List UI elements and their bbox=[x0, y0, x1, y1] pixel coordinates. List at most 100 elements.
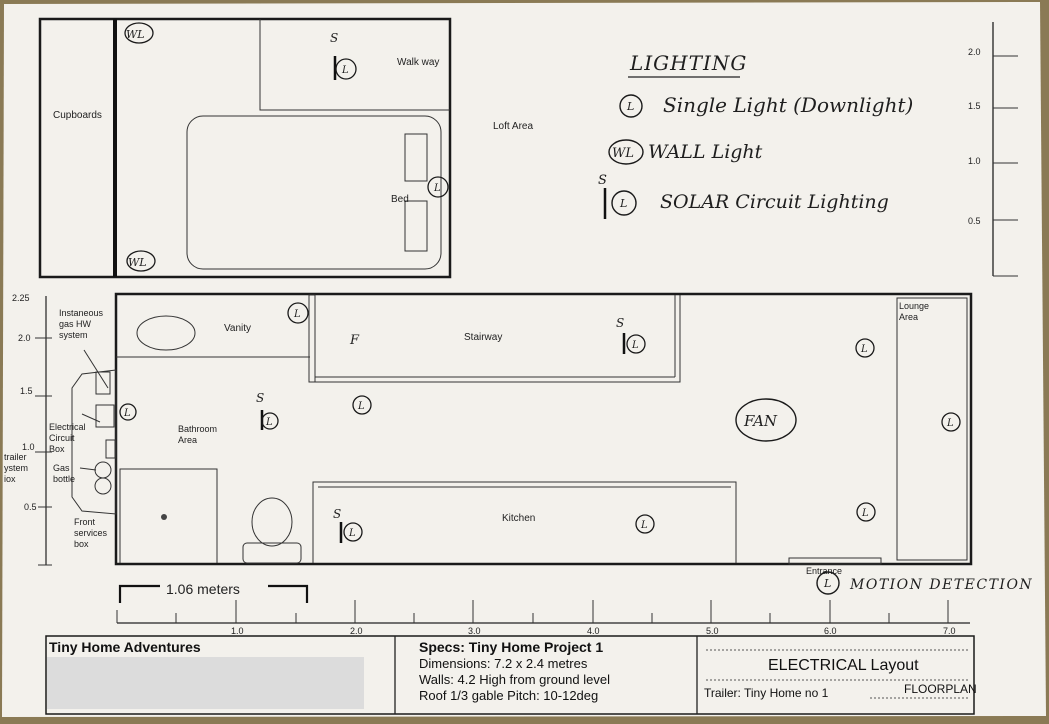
front-box-label: services bbox=[74, 528, 108, 538]
specs-title: Specs: Tiny Home Project 1 bbox=[419, 639, 604, 655]
downlight-icon: L bbox=[352, 395, 372, 415]
walkway-label: Walk way bbox=[397, 57, 439, 68]
svg-text:L: L bbox=[861, 508, 869, 519]
fridge-icon: F bbox=[349, 333, 360, 348]
company-name: Tiny Home Adventures bbox=[49, 639, 201, 655]
scale-tick-label: 2.0 bbox=[350, 626, 363, 636]
bathroom-label: Area bbox=[178, 435, 197, 445]
wall-light-icon: L bbox=[119, 403, 137, 421]
front-services-box bbox=[71, 369, 117, 515]
svg-text:WL: WL bbox=[128, 256, 147, 269]
bathroom-label: Bathroom bbox=[178, 424, 217, 434]
floorplan-label: FLOORPLAN bbox=[904, 682, 977, 696]
downlight-icon: L bbox=[856, 502, 876, 522]
toilet bbox=[251, 497, 293, 547]
stair-wall bbox=[308, 294, 316, 383]
lounge-label: Area bbox=[899, 312, 918, 322]
electrical-box-label: Box bbox=[49, 444, 65, 454]
legend-title: LIGHTING bbox=[629, 51, 747, 75]
trailer-box-label: iox bbox=[4, 474, 16, 484]
gas-bottle-label: bottle bbox=[53, 474, 75, 484]
wall-light-icon: WL bbox=[126, 250, 156, 272]
svg-text:L: L bbox=[348, 528, 356, 539]
scale-tick-label: 2.0 bbox=[18, 333, 31, 343]
front-box-label: Front bbox=[74, 517, 96, 527]
downlight-icon: L bbox=[427, 176, 449, 198]
downlight-icon: L bbox=[855, 338, 875, 358]
trailer-label: Trailer: Tiny Home no 1 bbox=[704, 686, 829, 700]
gas-hw-label: Instaneous bbox=[59, 308, 104, 318]
svg-text:WL: WL bbox=[612, 146, 634, 161]
gas-hw-label: system bbox=[59, 330, 88, 340]
motion-detection-label: MOTION DETECTION bbox=[849, 577, 1033, 593]
svg-text:L: L bbox=[357, 401, 365, 412]
loft-area-label: Loft Area bbox=[493, 121, 533, 132]
kitchen-outline bbox=[312, 481, 737, 563]
svg-text:S: S bbox=[256, 391, 264, 405]
stairway-outline bbox=[315, 295, 681, 383]
svg-text:L: L bbox=[626, 100, 634, 113]
scale-tick-label: 6.0 bbox=[824, 626, 837, 636]
svg-text:S: S bbox=[598, 173, 607, 188]
toilet-cistern bbox=[242, 542, 302, 564]
specs-roof: Roof 1/3 gable Pitch: 10-12deg bbox=[419, 688, 599, 703]
electrical-box-label: Circuit bbox=[49, 433, 75, 443]
left-scale: 2.25 2.0 1.5 1.0 0.5 bbox=[12, 293, 52, 566]
walkway-outline bbox=[259, 19, 450, 111]
scale-tick-label: 1.5 bbox=[968, 101, 981, 111]
svg-text:L: L bbox=[946, 418, 954, 429]
trailer-box-label: ystem bbox=[4, 463, 28, 473]
svg-text:L: L bbox=[433, 183, 441, 194]
scale-tick-label: 1.0 bbox=[231, 626, 244, 636]
scale-tick-label: 0.5 bbox=[24, 502, 37, 512]
trailer-box-label: trailer bbox=[4, 452, 27, 462]
svg-text:L: L bbox=[619, 197, 627, 210]
loft-outline bbox=[38, 17, 452, 279]
legend-wall-light: WALL Light bbox=[648, 141, 763, 163]
svg-text:L: L bbox=[860, 344, 868, 355]
wall-light-icon: WL bbox=[124, 22, 154, 44]
lounge-outline bbox=[896, 297, 968, 561]
drain bbox=[161, 514, 167, 520]
svg-text:S: S bbox=[333, 507, 341, 521]
kitchen-label: Kitchen bbox=[502, 513, 535, 524]
downlight-icon: L bbox=[619, 94, 643, 118]
legend-solar-light: SOLAR Circuit Lighting bbox=[660, 191, 889, 213]
specs-dimensions: Dimensions: 7.2 x 2.4 metres bbox=[419, 656, 588, 671]
bottom-scale: 1.0 2.0 3.0 4.0 5.0 6.0 7.0 1.06 meters bbox=[116, 581, 970, 636]
lounge-label: Lounge bbox=[899, 301, 929, 311]
scale-tick-label: 1.0 bbox=[22, 442, 35, 452]
electrical-box-label: Electrical bbox=[49, 422, 86, 432]
title-block bbox=[45, 635, 975, 715]
svg-text:S: S bbox=[330, 31, 338, 45]
wall-light-icon: L bbox=[941, 412, 961, 432]
svg-text:FAN: FAN bbox=[743, 412, 778, 430]
stairway-label: Stairway bbox=[464, 332, 502, 343]
scale-tick-label: 5.0 bbox=[706, 626, 719, 636]
svg-text:L: L bbox=[640, 520, 648, 531]
front-box-label: box bbox=[74, 539, 89, 549]
legend-single-light: Single Light (Downlight) bbox=[663, 93, 913, 117]
fan-icon: FAN bbox=[735, 398, 797, 442]
bed-label: Bed bbox=[391, 194, 409, 205]
scale-tick-label: 2.0 bbox=[968, 47, 981, 57]
scale-tick-label: 3.0 bbox=[468, 626, 481, 636]
motion-light-icon: L bbox=[816, 571, 840, 595]
wall-light-icon: WL bbox=[608, 139, 644, 165]
downlight-icon: L bbox=[635, 514, 655, 534]
downlight-icon: L bbox=[287, 302, 309, 324]
entrance-label: Entrance bbox=[806, 566, 842, 576]
svg-text:S: S bbox=[616, 316, 624, 330]
redacted-area bbox=[47, 657, 364, 709]
solar-light-icon: SL bbox=[333, 507, 363, 543]
solar-light-icon: S L bbox=[598, 173, 637, 219]
pillow bbox=[404, 200, 428, 252]
dimension-label: 1.06 meters bbox=[166, 581, 240, 597]
svg-text:L: L bbox=[265, 417, 273, 428]
right-scale: 2.0 1.5 1.0 0.5 bbox=[968, 22, 1018, 277]
loft-plan: Cupboards Walk way Loft Area Bed bbox=[38, 17, 533, 279]
svg-text:L: L bbox=[341, 65, 349, 76]
gas-hw-label: gas HW bbox=[59, 319, 92, 329]
